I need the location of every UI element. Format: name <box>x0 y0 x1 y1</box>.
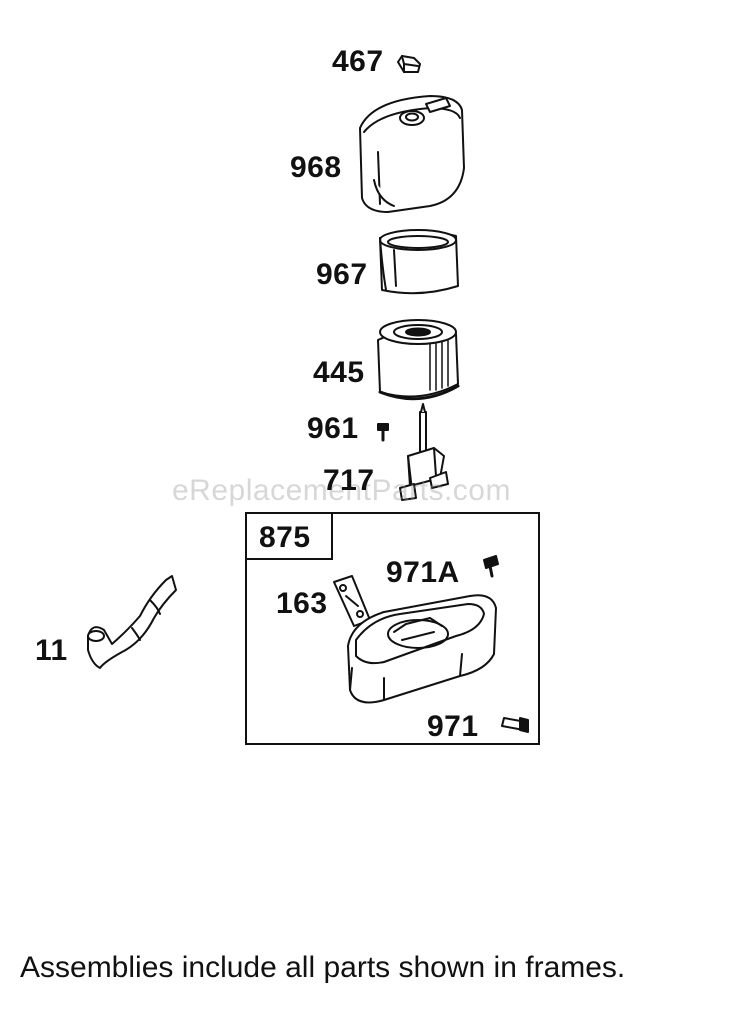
part-971-screw-drawing <box>501 717 529 733</box>
part-967-precleaner-drawing <box>379 229 459 295</box>
part-label-467: 467 <box>332 45 384 78</box>
part-label-971: 971 <box>427 710 479 743</box>
part-717-bracket-drawing <box>399 403 449 501</box>
assembly-frame-label-box: 875 <box>245 512 333 560</box>
part-label-971a: 971A <box>386 556 460 589</box>
footer-note: Assemblies include all parts shown in fr… <box>20 951 626 984</box>
watermark-text: eReplacementParts.com <box>172 474 511 507</box>
part-11-tube-drawing <box>87 575 177 669</box>
assembly-frame <box>245 512 540 745</box>
part-968-cover-drawing <box>359 95 465 213</box>
part-445-filter-drawing <box>377 319 460 401</box>
part-label-11: 11 <box>35 634 68 667</box>
part-467-nut-drawing <box>397 55 421 73</box>
part-961-screw-drawing <box>377 423 389 442</box>
part-label-968: 968 <box>290 151 342 184</box>
part-label-717: 717 <box>323 464 375 497</box>
part-label-967: 967 <box>316 258 368 291</box>
part-875-base-drawing <box>347 594 497 704</box>
part-label-961: 961 <box>307 412 359 445</box>
part-971a-screw-drawing <box>483 555 499 578</box>
part-label-163: 163 <box>276 587 328 620</box>
part-label-445: 445 <box>313 356 365 389</box>
part-label-875: 875 <box>259 521 311 554</box>
